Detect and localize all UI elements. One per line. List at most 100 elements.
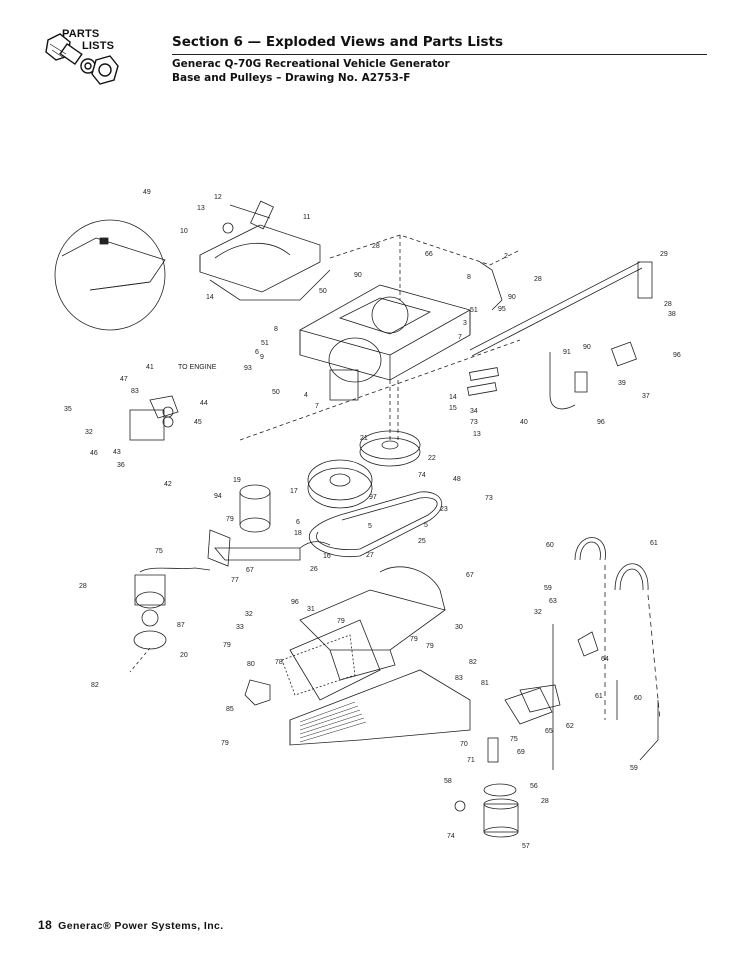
svg-text:19: 19 (233, 477, 241, 484)
svg-text:77: 77 (231, 577, 239, 584)
page-number: 18 (38, 918, 53, 932)
nut-bolt-icon (45, 33, 119, 85)
svg-text:14: 14 (449, 394, 457, 401)
svg-text:62: 62 (566, 723, 574, 730)
svg-text:79: 79 (226, 516, 234, 523)
svg-text:63: 63 (549, 598, 557, 605)
svg-text:11: 11 (303, 214, 310, 221)
svg-text:59: 59 (544, 585, 552, 592)
svg-text:61: 61 (595, 693, 603, 700)
svg-text:32: 32 (534, 609, 542, 616)
svg-text:79: 79 (221, 740, 229, 747)
svg-text:5: 5 (368, 523, 372, 530)
svg-text:35: 35 (64, 406, 72, 413)
svg-text:5: 5 (424, 522, 428, 529)
svg-text:32: 32 (245, 611, 253, 618)
svg-text:83: 83 (131, 388, 139, 395)
svg-text:37: 37 (642, 393, 650, 400)
svg-text:96: 96 (291, 599, 299, 606)
svg-text:58: 58 (444, 778, 452, 785)
svg-text:73: 73 (470, 419, 478, 426)
svg-text:79: 79 (223, 642, 231, 649)
svg-text:41: 41 (146, 364, 154, 371)
part-callouts: 49 12 13 10 11 28 66 2 28 29 28 38 90 8 … (64, 189, 681, 850)
svg-text:60: 60 (546, 542, 554, 549)
svg-text:82: 82 (469, 659, 477, 666)
svg-text:40: 40 (520, 419, 528, 426)
svg-text:28: 28 (79, 583, 87, 590)
svg-text:14: 14 (206, 294, 214, 301)
svg-text:74: 74 (418, 472, 426, 479)
svg-text:43: 43 (113, 449, 121, 456)
svg-text:83: 83 (455, 675, 463, 682)
svg-text:79: 79 (426, 643, 434, 650)
svg-text:28: 28 (541, 798, 549, 805)
svg-text:85: 85 (226, 706, 234, 713)
svg-text:29: 29 (660, 251, 668, 258)
svg-text:6: 6 (255, 349, 259, 356)
svg-text:94: 94 (214, 493, 222, 500)
svg-text:56: 56 (530, 783, 538, 790)
svg-text:75: 75 (155, 548, 163, 555)
svg-text:48: 48 (453, 476, 461, 483)
svg-text:28: 28 (372, 243, 380, 250)
svg-text:8: 8 (274, 326, 278, 333)
svg-text:25: 25 (418, 538, 426, 545)
svg-text:36: 36 (117, 462, 125, 469)
svg-text:93: 93 (244, 365, 252, 372)
svg-text:4: 4 (304, 392, 308, 399)
svg-text:13: 13 (473, 431, 481, 438)
svg-text:90: 90 (583, 344, 591, 351)
svg-text:15: 15 (449, 405, 457, 412)
svg-text:34: 34 (470, 408, 478, 415)
detail-circle (54, 219, 166, 331)
svg-text:49: 49 (143, 189, 151, 196)
svg-text:21: 21 (360, 435, 368, 442)
svg-text:74: 74 (447, 833, 455, 840)
svg-text:44: 44 (200, 400, 208, 407)
svg-text:6: 6 (296, 519, 300, 526)
svg-text:31: 31 (307, 606, 315, 613)
page-footer: 18 Generac® Power Systems, Inc. (38, 918, 224, 932)
svg-text:13: 13 (197, 205, 205, 212)
svg-text:10: 10 (180, 228, 188, 235)
svg-text:39: 39 (618, 380, 626, 387)
svg-text:51: 51 (470, 307, 478, 314)
svg-text:38: 38 (668, 311, 676, 318)
section-title: Section 6 — Exploded Views and Parts Lis… (172, 34, 504, 50)
svg-text:26: 26 (310, 566, 318, 573)
svg-text:23: 23 (440, 506, 448, 513)
svg-text:42: 42 (164, 481, 172, 488)
svg-text:2: 2 (504, 253, 508, 260)
header-rule (172, 54, 707, 55)
svg-text:67: 67 (466, 572, 474, 579)
svg-text:28: 28 (534, 276, 542, 283)
footer-company: Generac® Power Systems, Inc. (58, 920, 224, 932)
svg-text:90: 90 (354, 272, 362, 279)
svg-text:91: 91 (563, 349, 571, 356)
logo-lists-text: LISTS (82, 40, 115, 52)
svg-text:64: 64 (601, 656, 609, 663)
svg-text:33: 33 (236, 624, 244, 631)
svg-text:80: 80 (247, 661, 255, 668)
svg-text:9: 9 (260, 354, 264, 361)
svg-text:7: 7 (315, 403, 319, 410)
svg-text:65: 65 (545, 728, 553, 735)
svg-text:46: 46 (90, 450, 98, 457)
svg-text:79: 79 (410, 636, 418, 643)
svg-text:3: 3 (463, 320, 467, 327)
svg-text:8: 8 (467, 274, 471, 281)
svg-text:69: 69 (517, 749, 525, 756)
svg-text:87: 87 (177, 622, 185, 629)
svg-text:71: 71 (467, 757, 475, 764)
svg-text:30: 30 (455, 624, 463, 631)
parts-lists-logo: PARTS LISTS (40, 26, 130, 96)
svg-text:20: 20 (180, 652, 188, 659)
svg-text:45: 45 (194, 419, 202, 426)
svg-text:17: 17 (290, 488, 298, 495)
svg-text:47: 47 (120, 376, 128, 383)
svg-text:96: 96 (673, 352, 681, 359)
svg-text:82: 82 (91, 682, 99, 689)
svg-text:97: 97 (369, 494, 377, 501)
